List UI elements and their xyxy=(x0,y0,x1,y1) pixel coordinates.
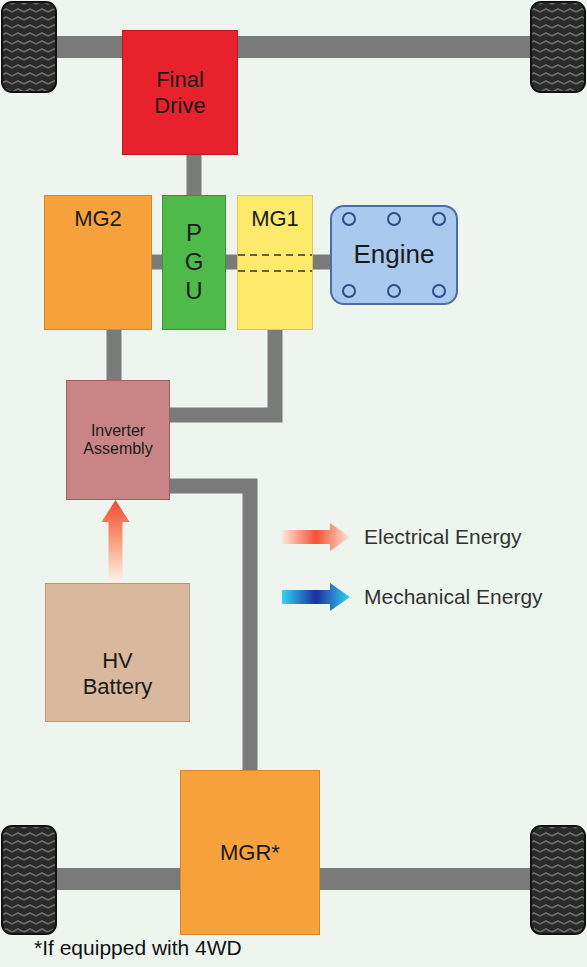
node-label: MGR* xyxy=(220,840,280,865)
inverter-box: Inverter Assembly xyxy=(66,380,170,500)
cylinder-circle xyxy=(388,213,400,225)
planetary-gear-box: P G U xyxy=(162,195,226,330)
legend-row: Mechanical Energy xyxy=(282,582,543,612)
legend-arrow xyxy=(282,582,352,612)
cylinder-circle xyxy=(433,285,445,297)
wheel xyxy=(2,2,56,92)
node-label: MG2 xyxy=(74,206,122,231)
shaft-dash xyxy=(238,254,312,256)
node-label: Final Drive xyxy=(138,67,222,118)
legend-arrow xyxy=(282,522,352,552)
cylinder-circle xyxy=(388,285,400,297)
power-link xyxy=(152,255,162,270)
power-link xyxy=(313,255,330,270)
power-link xyxy=(170,330,275,415)
power-link xyxy=(107,330,122,380)
shaft-dash xyxy=(238,270,312,272)
rear-motor-box: MGR* xyxy=(180,770,320,935)
legend-text: Electrical Energy xyxy=(364,525,522,549)
cylinder-circle xyxy=(343,213,355,225)
legend-row: Electrical Energy xyxy=(282,522,522,552)
final-drive-box: Final Drive xyxy=(122,30,238,155)
node-label: HV Battery xyxy=(73,648,163,699)
battery-box: HV Battery xyxy=(45,583,190,722)
power-link xyxy=(226,255,237,270)
energy-arrow xyxy=(102,500,130,583)
node-label: Inverter Assembly xyxy=(70,422,166,459)
engine-box: Engine xyxy=(330,205,458,305)
legend-text: Mechanical Energy xyxy=(364,585,543,609)
wheel xyxy=(531,2,585,92)
cylinder-circle xyxy=(343,285,355,297)
node-label: Engine xyxy=(354,240,435,270)
wheel xyxy=(531,826,585,934)
node-label: MG1 xyxy=(251,206,299,231)
motor-generator-box: MG1 xyxy=(237,195,313,330)
node-label: P G U xyxy=(182,219,206,305)
cylinder-circle xyxy=(433,213,445,225)
footnote: *If equipped with 4WD xyxy=(34,936,242,960)
legend-arrow-shape xyxy=(282,583,350,611)
power-link xyxy=(187,155,202,195)
legend-arrow-shape xyxy=(282,523,350,551)
motor-generator-box: MG2 xyxy=(44,195,152,330)
wheel xyxy=(2,826,56,934)
